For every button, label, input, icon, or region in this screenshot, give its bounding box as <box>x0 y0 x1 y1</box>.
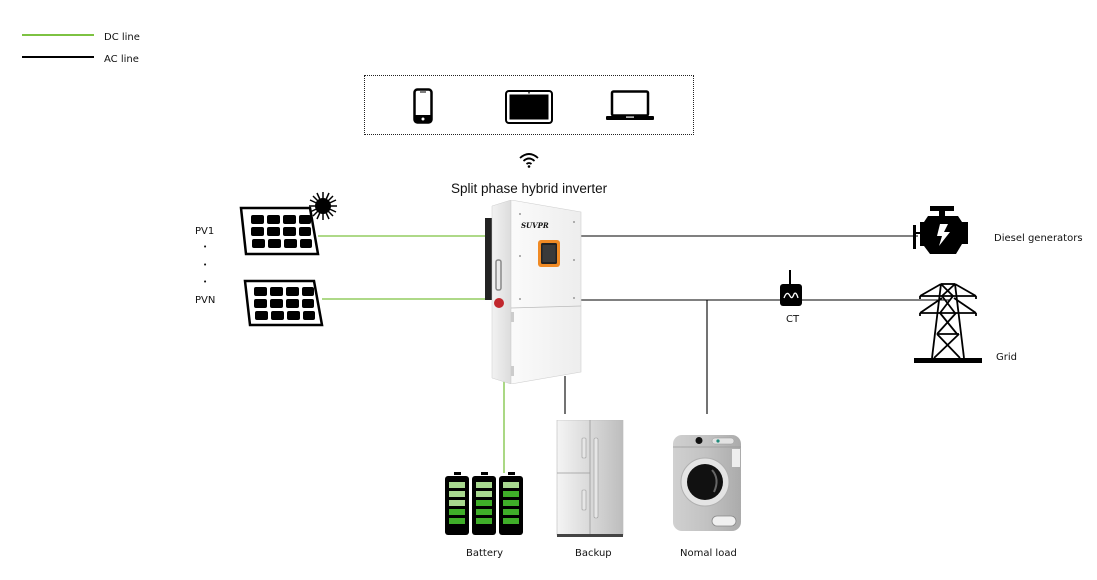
wifi-icon <box>519 153 539 168</box>
solar-panel-icon <box>239 206 320 256</box>
solar-panel-icon <box>243 279 324 327</box>
grid-label: Grid <box>996 352 1017 363</box>
backup-label: Backup <box>575 548 612 559</box>
diesel-generator-icon <box>913 206 968 254</box>
battery-icon <box>445 472 523 535</box>
ct-sensor-icon <box>780 270 802 306</box>
normal-load-label: Nomal load <box>680 548 737 559</box>
pv1-label: PV1 <box>195 226 215 237</box>
pv-ellipsis-3: • <box>203 278 208 286</box>
monitoring-devices-box <box>364 75 694 135</box>
ct-label: CT <box>786 314 800 325</box>
pv-ellipsis-2: • <box>203 261 208 269</box>
battery-label: Battery <box>466 548 504 559</box>
legend-ac-label: AC line <box>104 54 139 65</box>
hybrid-inverter <box>485 200 582 384</box>
legend-ac-line <box>22 56 94 58</box>
legend-dc-label: DC line <box>104 32 140 43</box>
refrigerator-icon <box>556 420 624 537</box>
legend-dc-line <box>22 34 94 36</box>
pvn-label: PVN <box>195 295 216 306</box>
inverter-brand: SUVPR <box>521 221 549 230</box>
pv-ellipsis-1: • <box>203 243 208 251</box>
grid-tower-icon <box>914 283 982 363</box>
laptop-icon <box>606 90 654 120</box>
diesel-label: Diesel generators <box>994 233 1083 244</box>
washing-machine-icon <box>673 435 741 531</box>
inverter-title: Split phase hybrid inverter <box>451 181 608 196</box>
sun-icon <box>309 192 337 220</box>
tablet-icon <box>505 90 553 124</box>
smartphone-icon <box>413 88 433 124</box>
